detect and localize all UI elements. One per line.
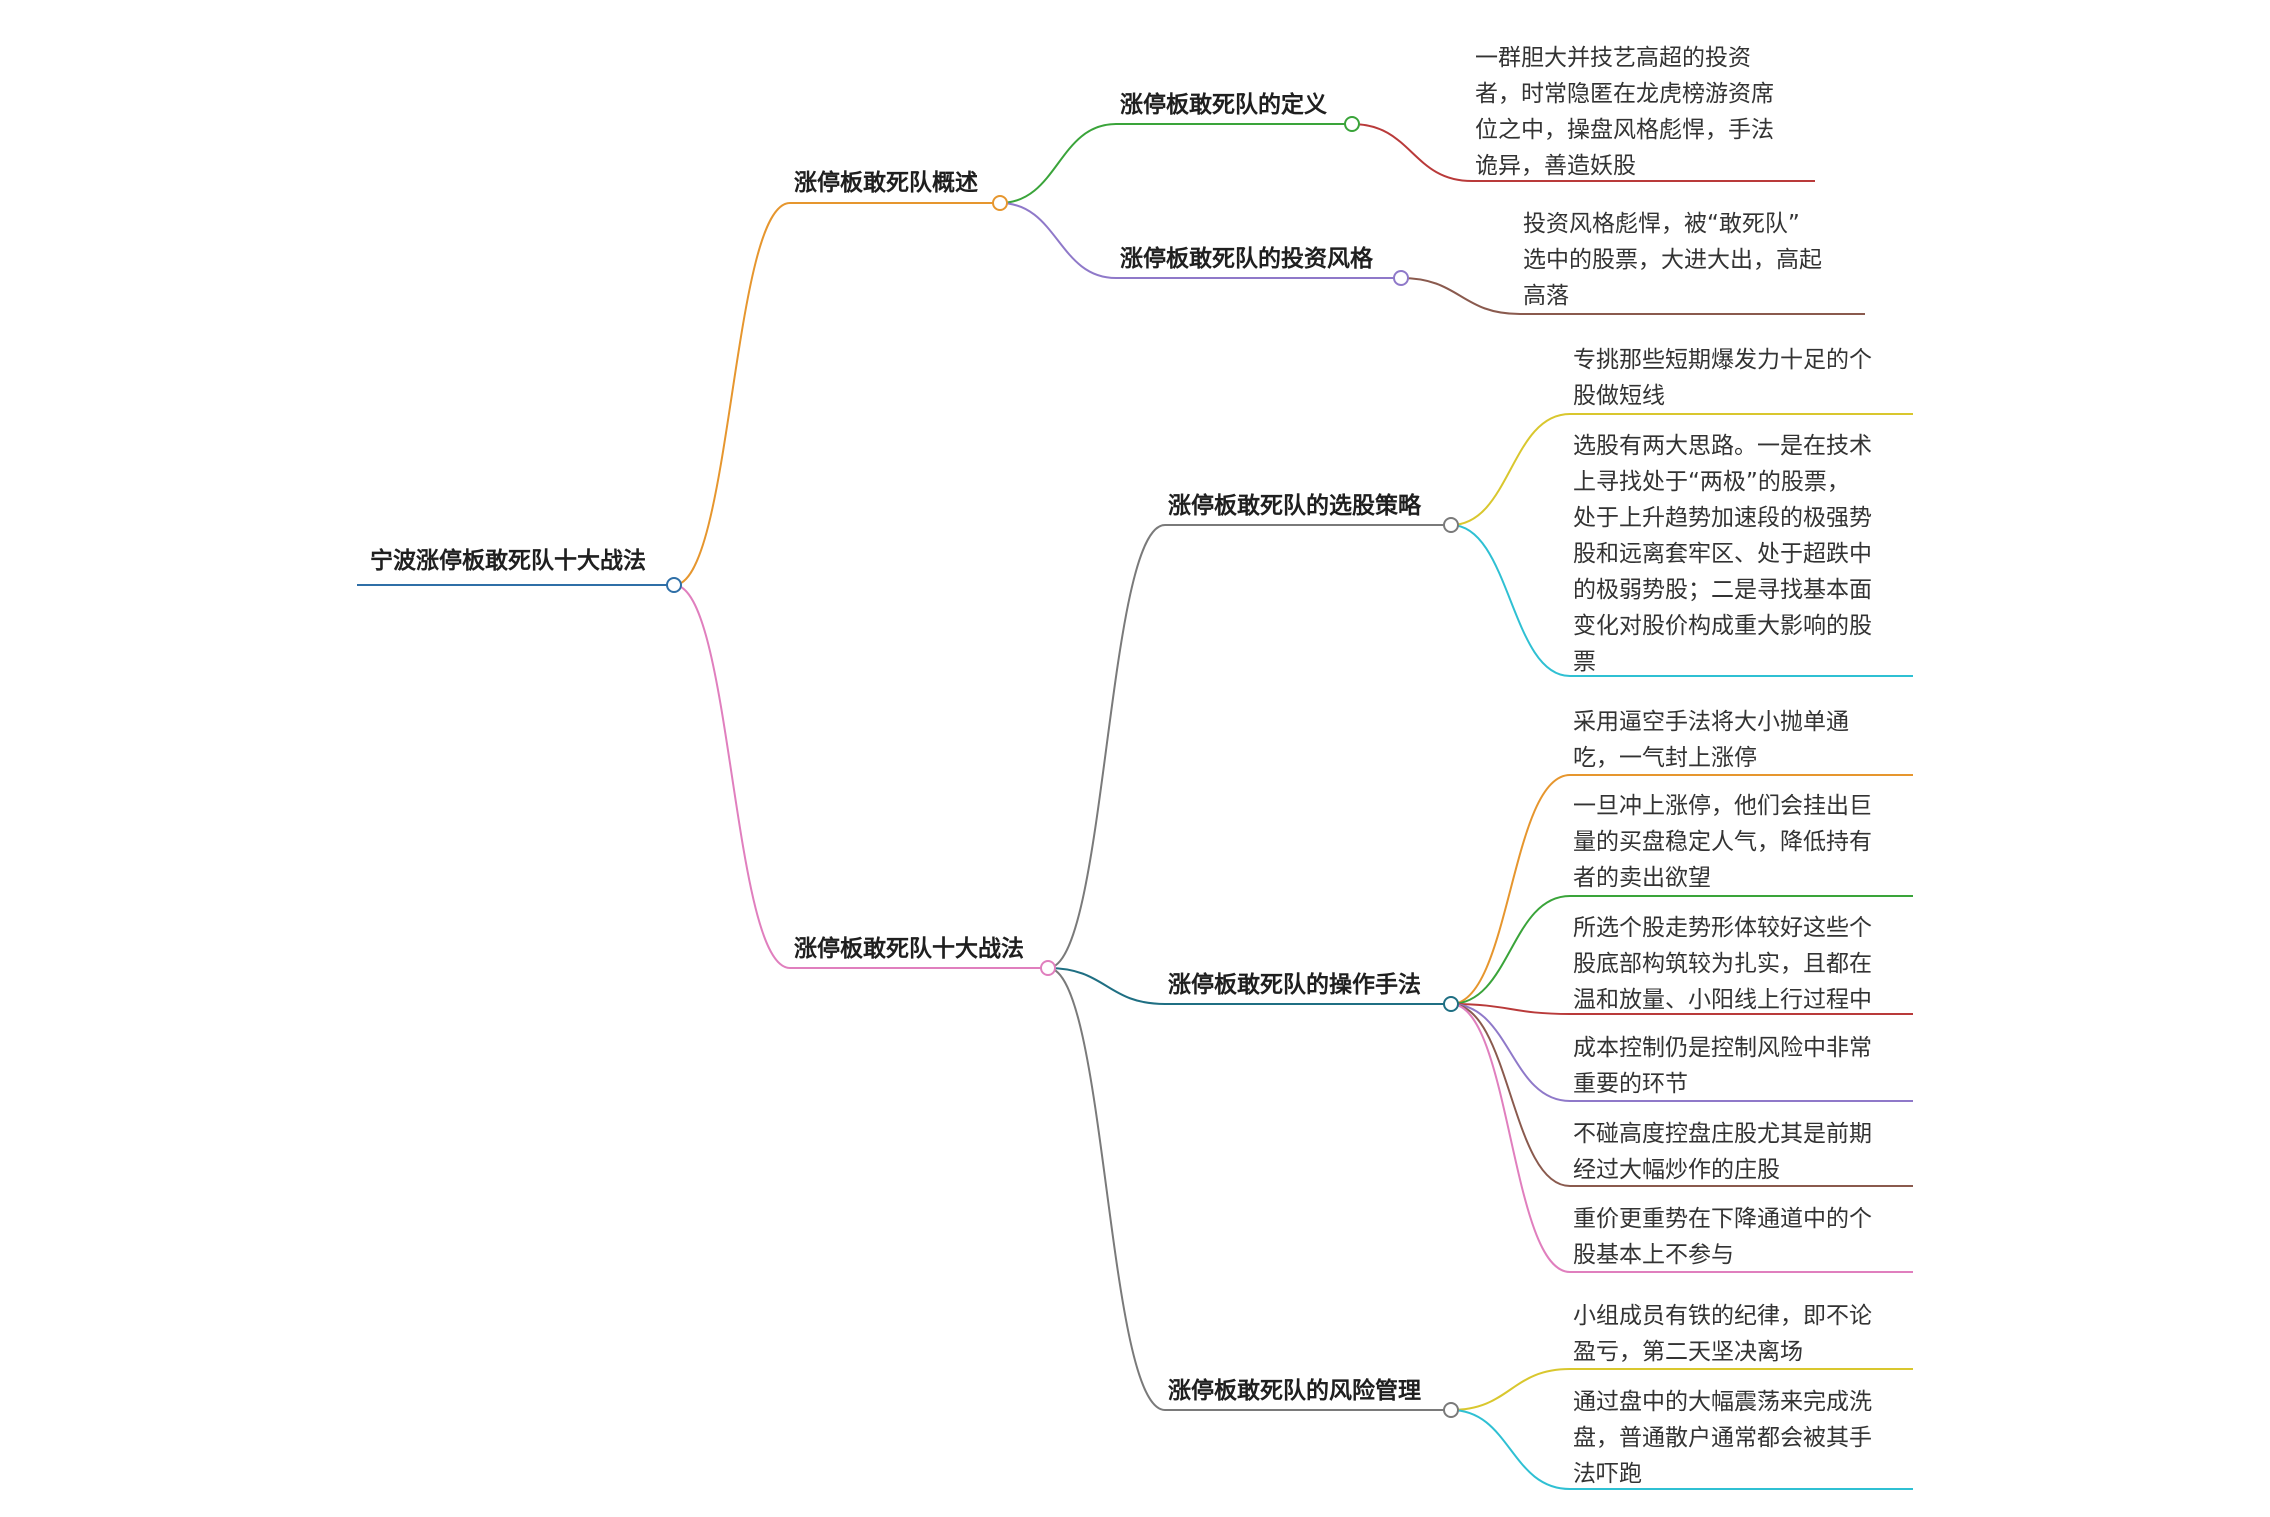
sub-connector-definition [999,123,1117,204]
root-node[interactable]: 宁波涨停板敢死队十大战法 [370,548,646,574]
leaf-connector-risk-1 [1450,1409,1571,1490]
sub-node-definition[interactable]: 涨停板敢死队的定义 [1120,92,1327,118]
leaf-connector-selection-0 [1450,413,1571,526]
leaf-line: 者的卖出欲望 [1573,865,1711,891]
leaf-text-risk-0: 小组成员有铁的纪律，即不论盈亏，第二天坚决离场 [1573,1298,1872,1370]
branch-connector-overview [673,202,791,586]
leaf-line: 股基本上不参与 [1573,1242,1734,1268]
leaf-text-selection-0: 专挑那些短期爆发力十足的个股做短线 [1573,342,1872,414]
leaf-line: 者，时常隐匿在龙虎榜游资席 [1475,81,1774,107]
leaf-line: 量的买盘稳定人气，降低持有 [1573,829,1872,855]
leaf-text-selection-1: 选股有两大思路。一是在技术上寻找处于“两极”的股票， 处于上升趋势加速段的极强势股… [1573,428,1872,680]
leaf-text-operation-1: 一旦冲上涨停，他们会挂出巨量的买盘稳定人气，降低持有者的卖出欲望 [1573,788,1872,896]
leaf-text-definition-0: 一群胆大并技艺高超的投资者，时常隐匿在龙虎榜游资席位之中，操盘风格彪悍，手法诡异… [1475,40,1774,184]
branch-node-tactics[interactable]: 涨停板敢死队十大战法 [794,936,1024,962]
sub-connector-style [999,202,1117,279]
leaf-line: 温和放量、小阳线上行过程中 [1573,987,1872,1013]
leaf-line: 股底部构筑较为扎实，且都在 [1573,951,1872,977]
leaf-line: 所选个股走势形体较好这些个 [1573,915,1872,941]
leaf-line: 上寻找处于“两极”的股票， [1573,469,1850,495]
leaf-line: 投资风格彪悍，被“敢死队” [1523,211,1800,237]
leaf-text-operation-5: 重价更重势在下降通道中的个股基本上不参与 [1573,1201,1872,1273]
leaf-text-operation-4: 不碰高度控盘庄股尤其是前期经过大幅炒作的庄股 [1573,1116,1872,1188]
leaf-text-style-0: 投资风格彪悍，被“敢死队” 选中的股票，大进大出，高起高落 [1523,206,1822,314]
leaf-line: 吃，一气封上涨停 [1573,745,1757,771]
sub-node-dot-risk [1443,1402,1459,1418]
leaf-connector-operation-1 [1450,895,1571,1005]
leaf-line: 经过大幅炒作的庄股 [1573,1157,1780,1183]
leaf-line: 票 [1573,649,1596,675]
leaf-text-risk-1: 通过盘中的大幅震荡来完成洗盘，普通散户通常都会被其手法吓跑 [1573,1384,1872,1492]
leaf-connector-risk-0 [1450,1368,1571,1411]
leaf-line: 成本控制仍是控制风险中非常 [1573,1035,1872,1061]
branch-node-dot-overview [992,195,1008,211]
leaf-line: 重要的环节 [1573,1071,1688,1097]
leaf-text-operation-3: 成本控制仍是控制风险中非常重要的环节 [1573,1030,1872,1102]
leaf-connector-operation-3 [1450,1003,1571,1102]
branch-node-overview[interactable]: 涨停板敢死队概述 [794,170,978,196]
leaf-line: 一旦冲上涨停，他们会挂出巨 [1573,793,1872,819]
leaf-connector-operation-5 [1450,1003,1571,1273]
leaf-line: 法吓跑 [1573,1461,1642,1487]
sub-connector-selection [1047,524,1166,969]
leaf-connector-operation-2 [1450,1003,1571,1015]
leaf-line: 位之中，操盘风格彪悍，手法 [1475,117,1774,143]
leaf-line: 小组成员有铁的纪律，即不论 [1573,1303,1872,1329]
leaf-connector-definition-0 [1351,123,1473,182]
sub-node-selection[interactable]: 涨停板敢死队的选股策略 [1168,493,1421,519]
leaf-line: 选中的股票，大进大出，高起 [1523,247,1822,273]
leaf-line: 通过盘中的大幅震荡来完成洗 [1573,1389,1872,1415]
sub-connector-operation [1047,967,1166,1005]
sub-connector-risk [1047,967,1166,1411]
sub-node-dot-selection [1443,517,1459,533]
sub-node-risk[interactable]: 涨停板敢死队的风险管理 [1168,1378,1421,1404]
leaf-line: 变化对股价构成重大影响的股 [1573,613,1872,639]
leaf-line: 重价更重势在下降通道中的个 [1573,1206,1872,1232]
leaf-line: 股做短线 [1573,383,1665,409]
sub-node-dot-style [1393,270,1409,286]
leaf-line: 盈亏，第二天坚决离场 [1573,1339,1803,1365]
sub-node-dot-definition [1344,116,1360,132]
branch-connector-tactics [673,584,791,969]
leaf-connector-style-0 [1400,277,1521,315]
leaf-line: 高落 [1523,283,1569,309]
root-node-dot [666,577,682,593]
leaf-line: 专挑那些短期爆发力十足的个 [1573,347,1872,373]
leaf-text-operation-2: 所选个股走势形体较好这些个股底部构筑较为扎实，且都在温和放量、小阳线上行过程中 [1573,910,1872,1018]
leaf-line: 盘，普通散户通常都会被其手 [1573,1425,1872,1451]
leaf-line: 选股有两大思路。一是在技术 [1573,433,1872,459]
leaf-connector-operation-0 [1450,774,1571,1005]
leaf-connector-selection-1 [1450,524,1571,677]
leaf-line: 采用逼空手法将大小抛单通 [1573,709,1849,735]
leaf-text-operation-0: 采用逼空手法将大小抛单通吃，一气封上涨停 [1573,704,1849,776]
sub-node-operation[interactable]: 涨停板敢死队的操作手法 [1168,972,1421,998]
branch-node-dot-tactics [1040,960,1056,976]
leaf-line: 诡异，善造妖股 [1475,153,1636,179]
leaf-line: 处于上升趋势加速段的极强势 [1573,505,1872,531]
leaf-line: 股和远离套牢区、处于超跌中 [1573,541,1872,567]
leaf-line: 不碰高度控盘庄股尤其是前期 [1573,1121,1872,1147]
leaf-line: 的极弱势股；二是寻找基本面 [1573,577,1872,603]
sub-node-dot-operation [1443,996,1459,1012]
leaf-connector-operation-4 [1450,1003,1571,1187]
sub-node-style[interactable]: 涨停板敢死队的投资风格 [1120,246,1373,272]
leaf-line: 一群胆大并技艺高超的投资 [1475,45,1751,71]
